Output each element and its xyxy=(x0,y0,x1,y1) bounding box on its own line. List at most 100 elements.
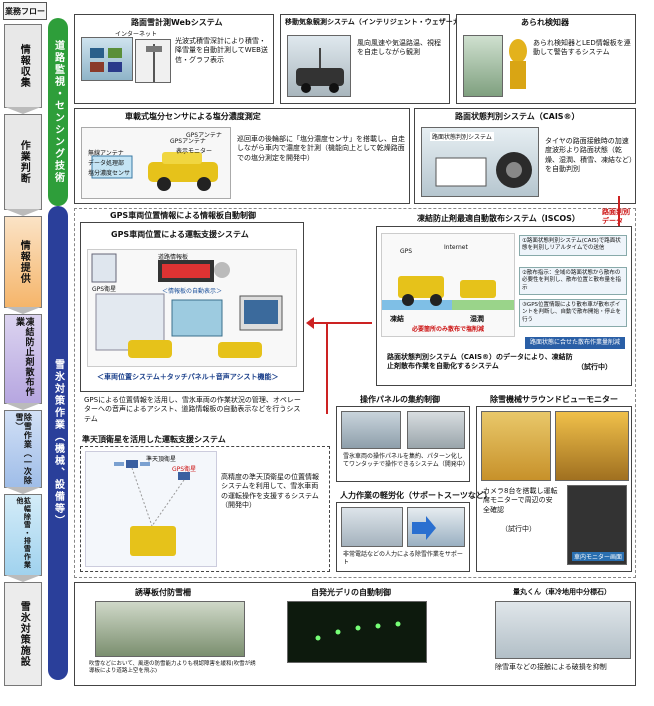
road-judge-label: 路面判別データ xyxy=(602,208,630,226)
support-box: 非常電話などの人力による除雪作業をサポート xyxy=(336,502,470,572)
support-photo-2 xyxy=(407,507,465,547)
road-web-text: 光波式積雪深計により積雪・降雪量を自動計測してWEB送信・グラフ表示 xyxy=(175,37,268,64)
hail-title: あられ検知器 xyxy=(521,18,569,27)
salt-label-data: データ処理部 xyxy=(88,160,125,167)
monitor-photo-1 xyxy=(481,411,551,481)
gps-title: GPS車両位置による運転支援システム xyxy=(111,230,249,239)
iscos-wet-label: 湿潤 xyxy=(470,315,484,323)
facilities-box: 誘導板付防雪柵 吹雪などにおいて、風速の防雪能力よりも視認障害を緩和(吹雪が誘導… xyxy=(74,582,636,686)
iscos-diagram: GPS Internet 凍結 湿潤 必要箇所のみ散布で塩削減 xyxy=(381,233,515,337)
iscos-internet-label: Internet xyxy=(444,244,468,251)
marker-photo xyxy=(495,601,631,659)
weather-car-title: 移動気象観測システム（インテリジェント・ウェザーカー） xyxy=(285,18,474,26)
monitor-photo-2 xyxy=(555,411,629,481)
panel-title: 操作パネルの集約制御 xyxy=(360,395,440,404)
salt-diagram: 無線アンテナ GPSアンテナ データ処理部 塩分濃度センサ GPSアンテナ 表示… xyxy=(81,127,231,199)
judge-arrow-line xyxy=(618,196,620,232)
marker-title: 量丸くん（車冷地用中分標石） xyxy=(513,588,611,596)
monitor-trial: （試行中） xyxy=(501,525,536,533)
satellite-icon xyxy=(114,460,190,556)
satellite-label-1: 準天頂衛星 xyxy=(146,456,177,463)
stage-info-collect: 情報収集 xyxy=(4,24,42,108)
hail-box: あられ検知器 あられ検知器とLED情報板を連動して警告するシステム xyxy=(456,14,636,104)
panel-photo-1 xyxy=(341,411,401,449)
road-web-box: 路面雪計測Webシステム インターネット 光波式積雪深計により積雪・降雪量を自動… xyxy=(74,14,274,104)
gps-satellite-label: GPS衛星 xyxy=(92,286,117,293)
hail-detector-icon xyxy=(509,39,527,89)
sensing-bar: 道路監視・センシング技術 xyxy=(48,18,68,206)
monitor-display-icon xyxy=(90,48,122,72)
link-arrow-v xyxy=(326,324,328,414)
hail-photo-1 xyxy=(463,35,503,97)
iscos-step-1: ①路面状態判別システム(CAIS)で路面状態を判別しリアルタイムでの送信 xyxy=(519,235,627,256)
iscos-trial: （試行中） xyxy=(577,363,612,371)
patrol-car-icon xyxy=(91,152,218,191)
support-photo-1 xyxy=(341,507,403,547)
panel-photo-2 xyxy=(407,411,465,449)
fence-text: 吹雪などにおいて、風速の防雪能力よりも視認障害を緩和(吹雪が誘導板により道路上空… xyxy=(89,661,256,675)
iscos-frozen-label: 凍結 xyxy=(390,315,404,323)
caisys-box: 路面状態判別システム（CAIS®） 路面状態判別システム タイヤの路面接触時の加… xyxy=(414,108,636,204)
marker-text: 除雪車などの接触による破損を抑制 xyxy=(495,663,607,671)
arrow-right-icon xyxy=(412,516,436,540)
iscos-step-3: ③GPS位置情報により散布車が散布ポイントを判断し、自動で散布開始・停止を行う xyxy=(519,299,627,328)
support-text: 非常電話などの人力による除雪作業をサポート xyxy=(343,551,463,567)
iscos-note: 必要箇所のみ散布で塩削減 xyxy=(412,326,485,333)
salt-label-gps-2: GPSアンテナ xyxy=(186,132,222,139)
iscos-box: 凍結防止剤最適自動散布システム（ISCOS） GPS Internet 凍結 湿… xyxy=(376,214,632,386)
gps-caption: ＜車両位置システム＋タッチパネル＋音声アシスト機能＞ xyxy=(97,373,279,381)
iscos-step-2: ②散布指示：全域の路面状態から散布の必要性を判別し、散布位置と散布量を指示 xyxy=(519,267,627,296)
sensor-pole-photo xyxy=(135,39,171,83)
salt-box: 車載式塩分センサによる塩分濃度測定 無線アンテナ GPSアンテナ データ処理部 … xyxy=(74,108,410,204)
spreader-truck-icon xyxy=(382,276,514,310)
iscos-text: 路面状態判別システム（CAIS®）のデータにより、凍結防止剤散布作業を自動化する… xyxy=(387,353,573,371)
flow-header: 業務フロー xyxy=(3,2,47,20)
light-title: 自発光デリの自動制御 xyxy=(311,588,391,597)
gps-auto-display: ＜情報板の自動表示＞ xyxy=(162,288,223,295)
caisys-title: 路面状態判別システム（CAIS®） xyxy=(455,112,580,121)
hail-detector-photo xyxy=(507,37,529,93)
panel-text: 雪氷車両の操作パネルを集約、パターン化してワンタッチで操作できるシステム（開発中… xyxy=(343,453,469,469)
gps-outer-title: GPS車両位置情報による情報板自動制御 xyxy=(110,211,256,220)
weather-car-box: 移動気象観測システム（インテリジェント・ウェザーカー） 風向風速や気温路温、視程… xyxy=(280,14,474,104)
caisys-panel-label: 路面状態判別システム xyxy=(430,132,494,141)
sensor-pole-icon xyxy=(146,44,162,82)
gps-diagram: 道路情報板 ＜情報板の自動表示＞ GPS衛星 xyxy=(87,249,297,367)
satellite-label-2: GPS衛星 xyxy=(172,466,197,473)
salt-label-sensor: 塩分濃度センサ xyxy=(88,170,131,177)
iscos-title: 凍結防止剤最適自動散布システム（ISCOS） xyxy=(417,214,580,223)
gps-text: GPSによる位置情報を活用し、雪氷車両の作業状況の管理、オペレーターへの音声によ… xyxy=(84,396,301,423)
weather-car-text: 風向風速や気温路温、視程を自走しながら観測 xyxy=(357,39,441,57)
weather-car-photo xyxy=(287,35,351,97)
work-bar: 雪氷対策作業（機械、設備等） xyxy=(48,206,68,680)
road-light-icon xyxy=(315,621,401,641)
stage-facilities: 雪氷対策施設 xyxy=(4,582,42,686)
gps-board-label: 道路情報板 xyxy=(158,254,189,261)
road-web-photo xyxy=(81,37,133,81)
tire-sensor-icon xyxy=(435,152,532,188)
satellite-box: 準天頂衛星 GPS衛星 高精度の準天頂衛星の位置情報システムを利用して、雪氷車両… xyxy=(80,446,330,572)
monitor-screen-label: 車内モニター画面 xyxy=(572,552,625,561)
satellite-title: 準天頂衛星を活用した運転支援システム xyxy=(82,435,226,444)
link-arrow-h xyxy=(312,322,372,324)
satellite-text: 高精度の準天頂衛星の位置情報システムを利用して、雪氷車両の運転操作を支援するシス… xyxy=(221,473,319,510)
monitor-title: 除雪機械サラウンドビューモニター xyxy=(490,395,618,404)
salt-title: 車載式塩分センサによる塩分濃度測定 xyxy=(125,112,261,121)
monitor-text: カメラ8台を搭載し運転席モニターで周辺の安全確認 xyxy=(483,487,558,514)
gps-section xyxy=(74,208,636,578)
weather-car-icon xyxy=(296,48,344,93)
stage-widening: 拡幅除雪・排雪作業他 xyxy=(4,494,42,576)
salt-label-antenna: 無線アンテナ xyxy=(88,150,124,157)
hail-text: あられ検知器とLED情報板を連動して警告するシステム xyxy=(533,39,631,57)
monitor-screen-photo: 車内モニター画面 xyxy=(567,485,627,565)
salt-label-monitor: 表示モニター xyxy=(176,148,213,155)
gps-box: GPS車両位置による運転支援システム 道路情報板 ＜情報板の自動表示＞ GPS衛… xyxy=(80,222,304,392)
light-photo xyxy=(287,601,427,663)
caisys-text: タイヤの路面接触時の加速度波形より路面状態（乾燥、湿潤、積雪、凍結など）を自動判… xyxy=(545,137,633,174)
internet-label: インターネット xyxy=(115,31,158,38)
salt-label-gps: GPSアンテナ xyxy=(170,138,206,145)
link-arrowhead xyxy=(306,317,314,329)
monitor-box: カメラ8台を搭載し運転席モニターで周辺の安全確認 （試行中） 車内モニター画面 xyxy=(476,406,632,572)
salt-text: 巡回車の後輪部に「塩分濃度センサ」を搭載し、自走しながら車内で濃度を計測（機能向… xyxy=(237,135,405,162)
iscos-gps-label: GPS xyxy=(400,248,413,255)
